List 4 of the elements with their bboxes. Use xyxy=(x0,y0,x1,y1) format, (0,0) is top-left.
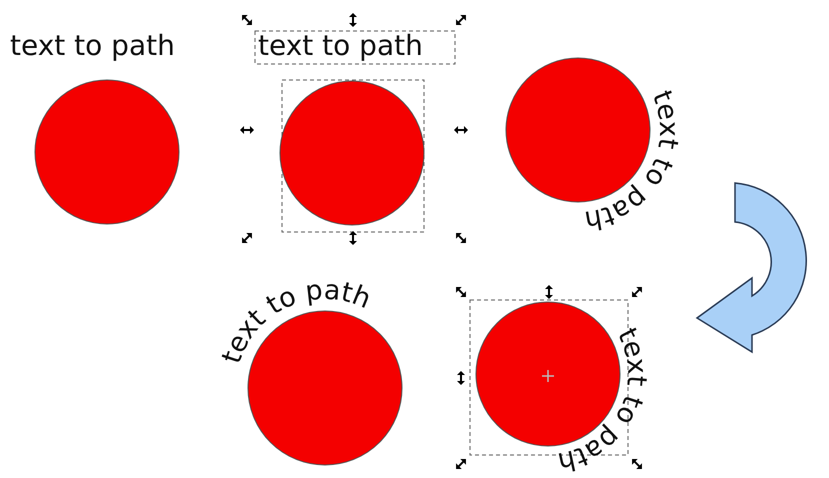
circle-shape xyxy=(280,80,424,226)
text-label: text to path xyxy=(10,29,175,62)
circle-shape xyxy=(34,80,180,224)
text-label: text to path xyxy=(258,29,423,62)
